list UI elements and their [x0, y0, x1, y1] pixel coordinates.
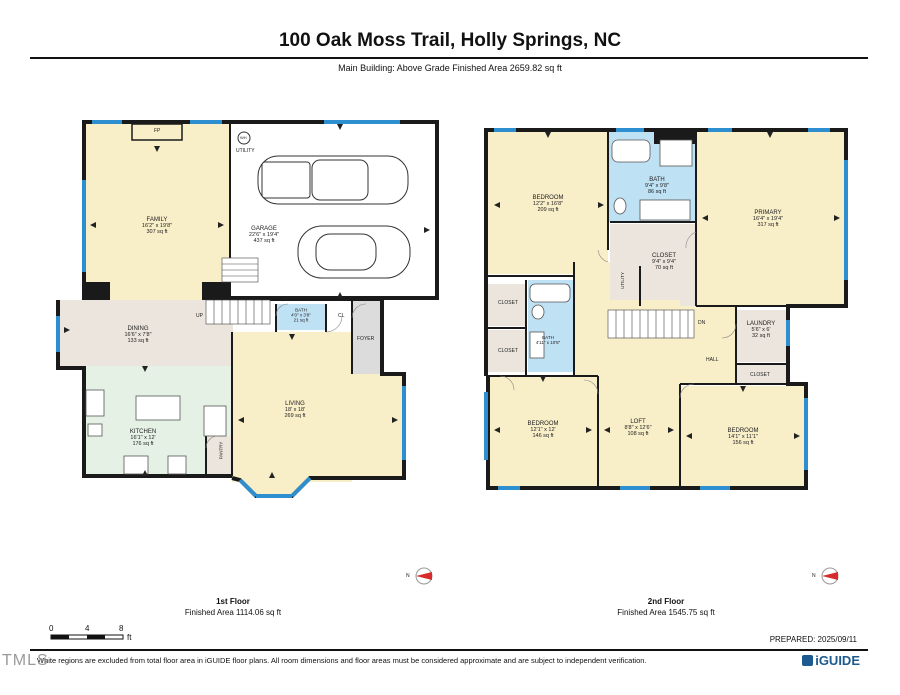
iguide-logo: iGUIDE — [802, 653, 860, 668]
dining-fill — [58, 300, 233, 366]
room-label-bath-upper: BATH 9'4" x 9'8" 86 sq ft — [644, 177, 670, 195]
label-hall: HALL — [706, 357, 719, 363]
compass-floor1 — [415, 567, 433, 585]
bath1f-fill — [276, 304, 326, 330]
room-label-bath-hall: BATH 4'11" x 10'8" — [535, 335, 561, 345]
label-closet-c: CLOSET — [750, 372, 771, 378]
label-cl: CL — [338, 313, 345, 319]
iguide-logo-icon — [802, 655, 814, 666]
room-label-garage: GARAGE 22'6" x 19'4" 437 sq ft — [248, 226, 280, 244]
room-label-closet-primary: CLOSET 9'4" x 9'4" 70 sq ft — [651, 253, 677, 271]
floor1-caption: 1st Floor Finished Area 1114.06 sq ft — [184, 597, 282, 617]
scale-unit: ft — [127, 633, 132, 642]
foyer-fill — [352, 300, 382, 374]
scale-tick-0: 0 — [49, 624, 54, 633]
plan-title: 100 Oak Moss Trail, Holly Springs, NC — [278, 30, 622, 51]
bedroom1-fill — [488, 132, 608, 274]
prepared-date: PREPARED: 2025/09/11 — [769, 635, 857, 644]
floor2-caption: 2nd Floor Finished Area 1545.75 sq ft — [617, 597, 715, 617]
scale-bar — [50, 634, 124, 640]
room-label-bedroom-1: BEDROOM 12'2" x 16'8" 209 sq ft — [532, 195, 564, 213]
bedroom3-fill — [680, 386, 806, 486]
scale-tick-4: 4 — [85, 624, 90, 633]
footer-disclaimer: White regions are excluded from total fl… — [37, 656, 647, 665]
room-label-living: LIVING 18' x 18' 269 sq ft — [284, 401, 306, 419]
floor2-plan — [484, 128, 848, 490]
pantry-fill — [206, 436, 232, 476]
mls-watermark: TMLS — [2, 652, 49, 669]
room-label-loft: LOFT 8'8" x 12'6" 108 sq ft — [624, 419, 652, 437]
label-utility-2f: UTILITY — [619, 272, 625, 289]
room-label-laundry: LAUNDRY 5'6" x 6' 32 sq ft — [746, 321, 776, 339]
room-label-dining: DINING 16'6" x 7'8" 133 sq ft — [124, 326, 152, 344]
room-label-bedroom-2: BEDROOM 12'1" x 12' 146 sq ft — [527, 421, 559, 439]
compass-floor2 — [821, 567, 839, 585]
room-label-primary: PRIMARY 16'4" x 19'4" 317 sq ft — [752, 210, 784, 228]
scale-tick-8: 8 — [119, 624, 124, 633]
label-dn: DN — [698, 320, 706, 326]
room-label-kitchen: KITCHEN 16'1" x 12' 176 sq ft — [129, 429, 157, 447]
label-pantry: PANTRY — [218, 441, 224, 460]
bedroom2-fill — [488, 376, 598, 486]
label-up: UP — [196, 313, 203, 319]
room-label-family: FAMILY 16'2" x 19'8" 307 sq ft — [141, 217, 173, 235]
label-utility-1f: UTILITY — [236, 148, 255, 154]
title-rule — [30, 57, 868, 59]
floor1-plan — [56, 120, 439, 498]
compass-n-1f: N — [406, 573, 410, 579]
label-closet-a: CLOSET — [498, 300, 519, 306]
laundry-fill — [736, 310, 786, 362]
label-fp: FP — [154, 128, 161, 134]
primary-fill — [696, 132, 844, 306]
label-closet-b: CLOSET — [498, 348, 519, 354]
label-wh: WH — [240, 135, 247, 140]
plan-subtitle: Main Building: Above Grade Finished Area… — [338, 63, 562, 73]
label-foyer: FOYER — [357, 336, 375, 342]
family-room-fill — [84, 124, 230, 300]
compass-n-2f: N — [812, 573, 816, 579]
room-label-bedroom-3: BEDROOM 14'1" x 11'1" 156 sq ft — [727, 428, 759, 446]
room-label-bath-1f: BATH 4'0" x 3'8" 21 sq ft — [291, 307, 311, 323]
